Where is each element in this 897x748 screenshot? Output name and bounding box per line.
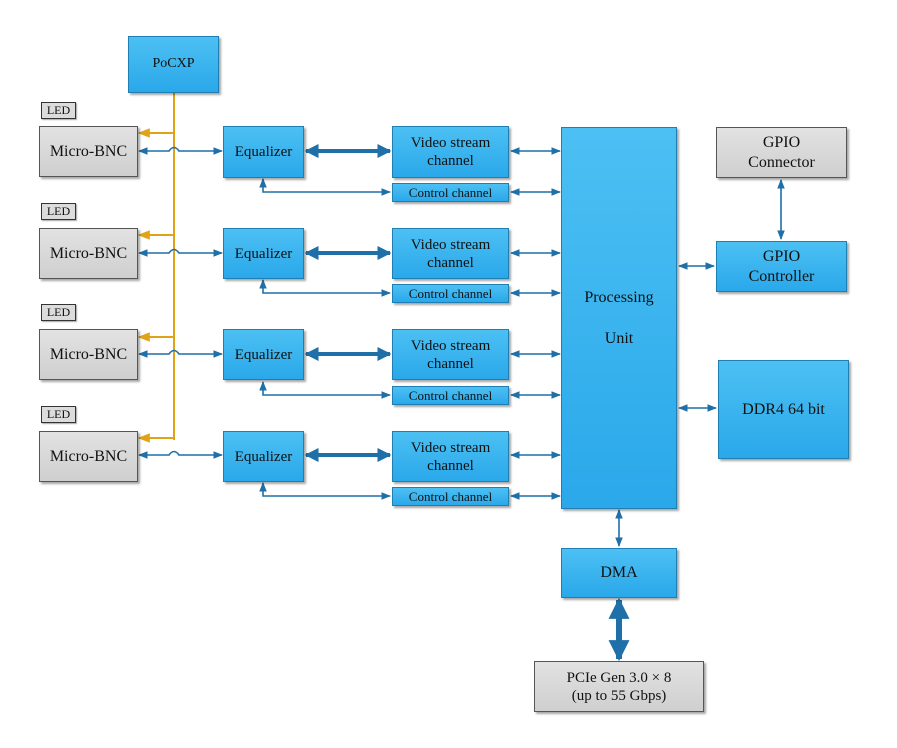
equalizer-video-links — [304, 144, 392, 462]
pocxp-block: PoCXP — [128, 36, 219, 93]
gpio-connector-block: GPIO Connector — [716, 127, 847, 178]
video-stream-channel-4: Video stream channel — [392, 431, 509, 482]
equalizer-block-2: Equalizer — [223, 228, 304, 279]
video-stream-channel-3: Video stream channel — [392, 329, 509, 380]
ddr4-memory-block: DDR4 64 bit — [718, 360, 849, 459]
processing-unit-block: Processing Unit — [561, 127, 677, 509]
video-stream-label-1: Video stream channel — [410, 135, 491, 169]
equalizer-block-3: Equalizer — [223, 329, 304, 380]
control-channel-label-2: Control channel — [408, 285, 493, 301]
led-label-3: LED — [46, 305, 71, 320]
gpio-controller-label-line2: Controller — [748, 267, 815, 285]
gpio-connector-label-line1: GPIO — [762, 134, 801, 152]
video-stream-label-3: Video stream channel — [410, 337, 491, 372]
micro-bnc-label-1: Micro-BNC — [49, 142, 128, 160]
gpio-controller-block: GPIO Controller — [716, 241, 847, 292]
micro-bnc-label-2: Micro-BNC — [49, 244, 128, 262]
pcie-interface-block: PCIe Gen 3.0 × 8 (up to 55 Gbps) — [534, 661, 704, 712]
equalizer-control-links — [259, 178, 391, 500]
equalizer-label-1: Equalizer — [234, 144, 293, 160]
video-stream-label-4: Video stream channel — [410, 439, 491, 474]
equalizer-label-2: Equalizer — [234, 245, 293, 262]
pcie-label-line1: PCIe Gen 3.0 × 8 — [566, 669, 672, 686]
dma-label: DMA — [600, 564, 638, 582]
video-stream-channel-1: Video stream channel — [392, 126, 509, 178]
power-taps — [137, 128, 174, 443]
led-indicator-2: LED — [41, 203, 76, 220]
pcie-label-line2: (up to 55 Gbps) — [571, 687, 667, 704]
control-channel-label-3: Control channel — [408, 387, 493, 403]
control-channel-4: Control channel — [392, 487, 509, 506]
bnc-equalizer-links — [138, 146, 223, 459]
ddr4-label: DDR4 64 bit — [742, 400, 825, 418]
video-stream-label-2: Video stream channel — [410, 236, 491, 271]
micro-bnc-label-3: Micro-BNC — [49, 345, 128, 363]
micro-bnc-connector-4: Micro-BNC — [39, 431, 138, 482]
equalizer-label-4: Equalizer — [234, 448, 293, 465]
dma-block: DMA — [561, 548, 677, 598]
equalizer-label-3: Equalizer — [234, 346, 293, 363]
led-label-4: LED — [46, 407, 71, 422]
pocxp-label: PoCXP — [152, 56, 195, 72]
micro-bnc-connector-1: Micro-BNC — [39, 126, 138, 177]
control-channel-label-4: Control channel — [408, 488, 493, 504]
control-channel-3: Control channel — [392, 386, 509, 405]
processing-unit-label-line1: Processing — [584, 288, 654, 306]
equalizer-block-4: Equalizer — [223, 431, 304, 482]
led-label-2: LED — [46, 204, 71, 219]
control-channel-1: Control channel — [392, 183, 509, 202]
processing-peripheral-links — [615, 179, 785, 547]
video-stream-channel-2: Video stream channel — [392, 228, 509, 279]
micro-bnc-label-4: Micro-BNC — [49, 447, 128, 465]
gpio-connector-label-line2: Connector — [748, 153, 815, 171]
processing-unit-label-line2: Unit — [604, 330, 634, 347]
channel-processing-links — [510, 147, 561, 500]
gpio-controller-label-line1: GPIO — [762, 248, 801, 266]
control-channel-label-1: Control channel — [408, 184, 493, 200]
control-channel-2: Control channel — [392, 284, 509, 303]
micro-bnc-connector-2: Micro-BNC — [39, 228, 138, 279]
led-indicator-3: LED — [41, 304, 76, 321]
led-indicator-4: LED — [41, 406, 76, 423]
micro-bnc-connector-3: Micro-BNC — [39, 329, 138, 380]
equalizer-block-1: Equalizer — [223, 126, 304, 178]
led-indicator-1: LED — [41, 102, 76, 119]
led-label-1: LED — [46, 103, 71, 118]
